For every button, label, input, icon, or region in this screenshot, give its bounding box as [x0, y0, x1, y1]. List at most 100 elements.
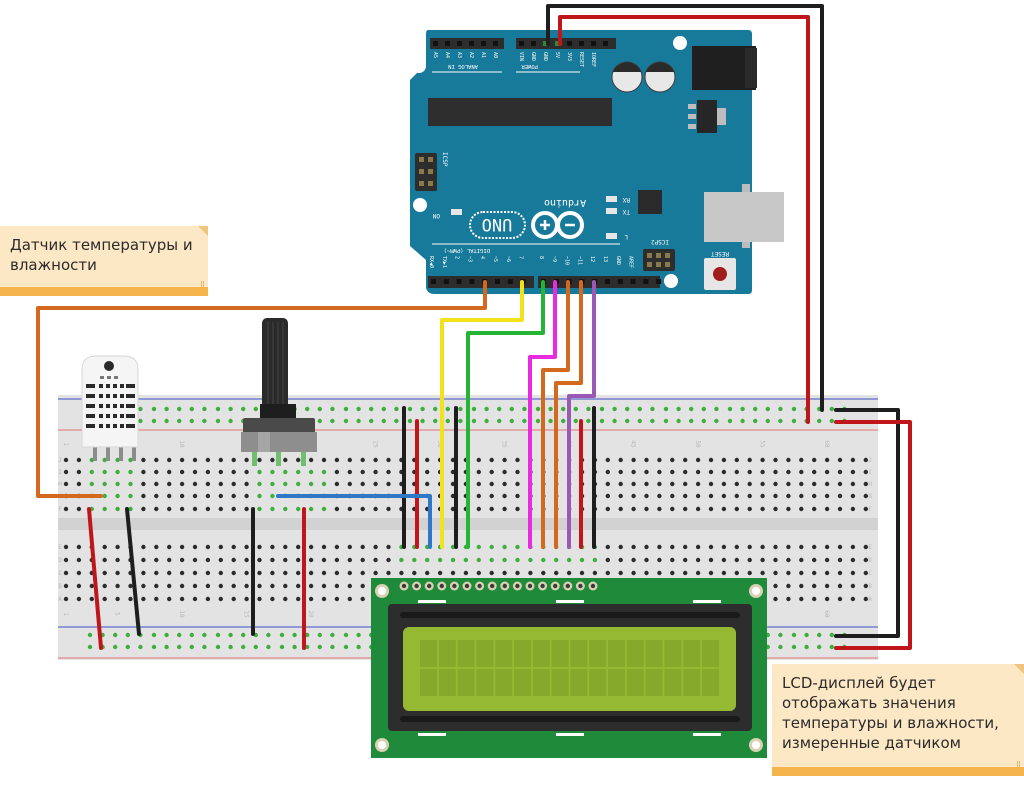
breadboard-hole	[115, 469, 120, 475]
wire-pot-wiper[interactable]	[276, 494, 432, 549]
breadboard-hole	[192, 544, 198, 550]
breadboard-hole	[373, 481, 378, 487]
wire-5v-rail-jumper[interactable]	[834, 420, 912, 650]
wire-lcd-d11-orange[interactable]	[554, 280, 583, 549]
breadboard-hole	[837, 493, 843, 499]
lcd-char-cell	[664, 669, 682, 696]
breadboard-hole	[670, 469, 675, 475]
rail-hole	[458, 418, 463, 424]
breadboard-hole	[425, 557, 430, 563]
breadboard-hole	[102, 506, 107, 512]
power-pin-label: GND	[542, 52, 548, 61]
breadboard-hole	[231, 506, 236, 512]
breadboard-hole	[76, 469, 82, 475]
lcd-pad-hole	[452, 583, 457, 589]
breadboard-hole	[296, 481, 301, 487]
row-label: G	[868, 493, 872, 500]
breadboard-hole	[283, 570, 288, 576]
breadboard-hole	[502, 457, 507, 463]
breadboard-hole	[786, 557, 791, 563]
rail-hole	[778, 406, 783, 412]
rail-hole	[599, 418, 605, 424]
lcd-char-cell	[589, 640, 607, 667]
breadboard-hole	[605, 469, 610, 475]
breadboard-hole	[747, 506, 752, 512]
lcd-char-cell	[608, 640, 625, 667]
wire-gnd-arduino[interactable]	[546, 4, 824, 412]
breadboard-hole	[360, 457, 365, 463]
breadboard-hole	[708, 481, 714, 487]
breadboard-hole	[347, 469, 352, 475]
grille-slot	[113, 414, 117, 418]
mounting-hole	[412, 59, 426, 73]
annotation-lcd-line-2: отображать значения	[782, 694, 956, 712]
wire-lcd-d12-purple[interactable]	[567, 280, 596, 549]
digital-pin-label: TX▶1	[441, 256, 447, 268]
breadboard-hole	[154, 493, 159, 499]
header-pins	[433, 41, 608, 46]
wire-gnd-rail-jumper[interactable]	[834, 408, 900, 638]
rail-hole	[561, 406, 566, 412]
lcd-char-cell	[626, 640, 644, 667]
rail-hole	[369, 418, 374, 424]
breadboard-hole	[257, 469, 262, 475]
rail-hole	[548, 406, 553, 412]
dht-pin	[93, 447, 97, 461]
breadboard-hole	[863, 557, 868, 563]
column-number: 10	[178, 440, 185, 448]
wire-dht-vcc[interactable]	[87, 507, 103, 650]
lcd-char-cell	[589, 669, 607, 696]
breadboard-hole	[244, 457, 249, 463]
lcd-pad-hole	[439, 583, 444, 589]
grille-slot	[126, 414, 135, 418]
breadboard-hole	[167, 469, 172, 475]
rail-hole	[138, 406, 143, 412]
breadboard-hole	[76, 583, 82, 589]
grille-slot	[100, 376, 104, 379]
icsp-pins	[419, 157, 433, 186]
breadboard-hole	[128, 469, 133, 475]
rail-hole	[381, 418, 386, 424]
rail-hole	[202, 406, 207, 412]
grille-slot	[113, 384, 117, 388]
wire-sensor-data[interactable]	[36, 280, 487, 498]
wire-lcd-d10-orange[interactable]	[541, 280, 570, 549]
wire-lcd-d8-green[interactable]	[466, 280, 545, 549]
arduino-infinity-logo	[531, 211, 584, 239]
breadboard-hole	[850, 481, 856, 487]
breadboard-hole	[824, 544, 830, 550]
wire-lcd-d9-magenta[interactable]	[528, 280, 557, 549]
lcd-char-cell	[645, 640, 663, 667]
breadboard-hole	[141, 583, 146, 589]
wire-lcd-d7-yellow[interactable]	[440, 280, 524, 549]
column-number: 5	[114, 612, 121, 616]
wire-dht-gnd[interactable]	[125, 507, 141, 636]
column-number: 1	[62, 442, 69, 446]
reset-button[interactable]	[713, 267, 727, 281]
breadboard-hole	[708, 544, 714, 550]
breadboard-hole	[373, 457, 378, 463]
analog-pin-label: A4	[444, 52, 450, 58]
breadboard-hole	[786, 481, 791, 487]
breadboard-hole	[218, 457, 223, 463]
rail-hole	[791, 632, 797, 638]
breadboard-hole	[308, 583, 314, 589]
row-label: I	[58, 469, 62, 476]
breadboard-hole	[360, 557, 365, 563]
breadboard-hole	[850, 596, 856, 602]
breadboard-hole	[773, 481, 778, 487]
breadboard-hole	[399, 557, 404, 563]
header-pin	[591, 41, 596, 46]
grille-slot	[120, 394, 124, 398]
breadboard-hole	[63, 557, 69, 563]
rail-hole	[138, 644, 143, 650]
breadboard-hole	[218, 596, 223, 602]
grille-slot	[113, 424, 117, 428]
breadboard-hole	[605, 481, 610, 487]
rail-hole	[305, 632, 310, 638]
wire-5v-arduino[interactable]	[558, 15, 810, 424]
breadboard-hole	[218, 544, 223, 550]
rail-hole	[177, 644, 182, 650]
breadboard-hole	[502, 469, 507, 475]
rail-hole	[433, 406, 438, 412]
